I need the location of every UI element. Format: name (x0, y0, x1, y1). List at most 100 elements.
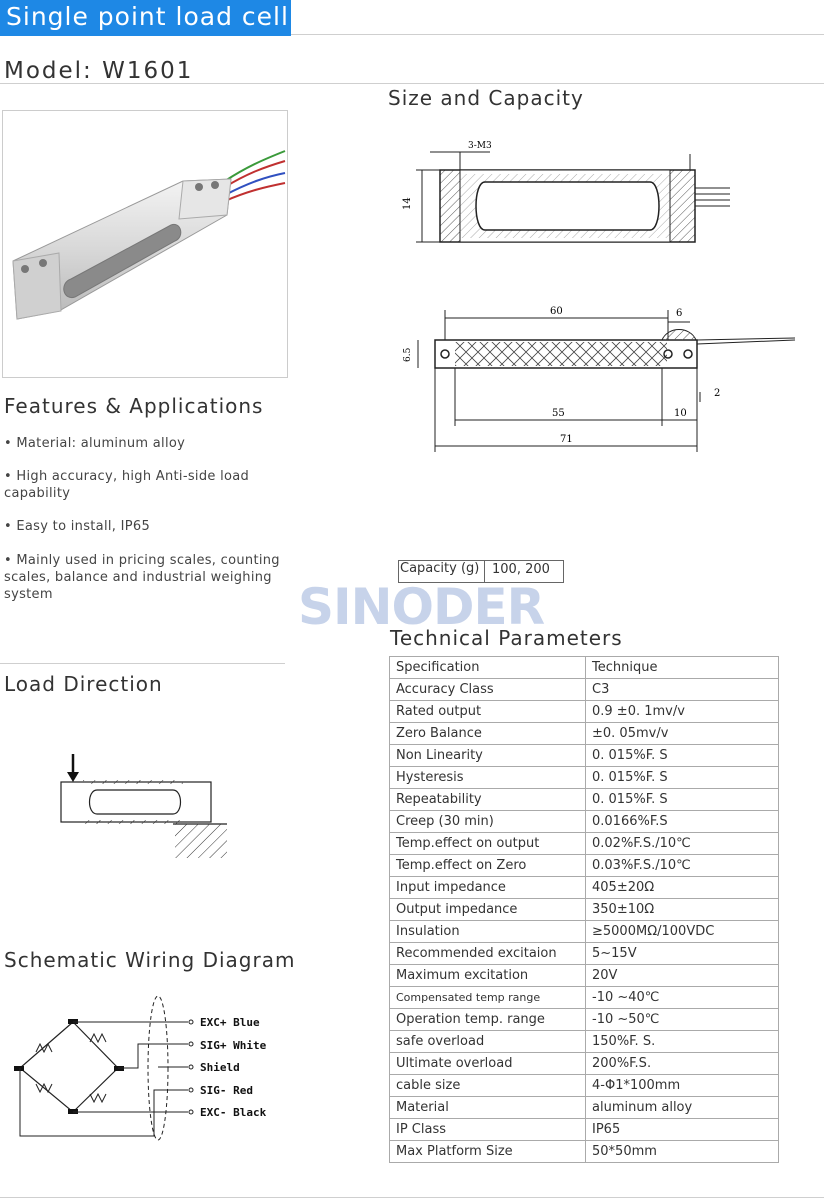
dim-14: 14 (402, 197, 413, 210)
table-cell-spec: Accuracy Class (389, 678, 586, 701)
table-cell-spec: Specification (389, 656, 586, 679)
table-cell-spec: Creep (30 min) (389, 810, 586, 833)
table-row: Zero Balance±0. 05mv/v (389, 722, 779, 745)
table-cell-value: IP65 (585, 1118, 779, 1141)
table-row: Compensated temp range-10 ~40℃ (389, 986, 779, 1009)
table-cell-spec: Material (389, 1096, 586, 1119)
table-cell-value: 0.03%F.S./10℃ (585, 854, 779, 877)
dim-6-5: 6.5 (403, 347, 413, 362)
table-cell-value: 50*50mm (585, 1140, 779, 1163)
table-cell-spec: IP Class (389, 1118, 586, 1141)
table-cell-value: 5~15V (585, 942, 779, 965)
table-row: Creep (30 min)0.0166%F.S (389, 810, 779, 833)
wiring-diagram (14, 995, 194, 1141)
title-divider (291, 34, 824, 35)
table-cell-spec: Zero Balance (389, 722, 586, 745)
wire-sig-plus: SIG+ White (200, 1039, 267, 1052)
left-divider (0, 663, 285, 664)
table-cell-value: 0.0166%F.S (585, 810, 779, 833)
feature-install: • Easy to install, IP65 (4, 519, 151, 534)
feature-accuracy: • High accuracy, high Anti-side load cap… (4, 469, 250, 501)
table-cell-value: 0. 015%F. S (585, 744, 779, 767)
table-cell-value: 350±10Ω (585, 898, 779, 921)
table-cell-spec: Rated output (389, 700, 586, 723)
table-cell-spec: Insulation (389, 920, 586, 943)
table-cell-value: 20V (585, 964, 779, 987)
table-cell-value: 0. 015%F. S (585, 788, 779, 811)
capacity-box (398, 560, 564, 583)
table-cell-spec: Recommended excitaion (389, 942, 586, 965)
table-cell-value: 0. 015%F. S (585, 766, 779, 789)
table-cell-value: C3 (585, 678, 779, 701)
table-cell-spec: Ultimate overload (389, 1052, 586, 1075)
table-row: Insulation≥5000MΩ/100VDC (389, 920, 779, 943)
wire-sig-minus: SIG- Red (200, 1084, 253, 1097)
table-cell-spec: Hysteresis (389, 766, 586, 789)
feature-material: • Material: aluminum alloy (4, 436, 186, 451)
wire-shield: Shield (200, 1061, 240, 1074)
wiring-heading: Schematic Wiring Diagram (4, 948, 296, 972)
table-cell-value: ±0. 05mv/v (585, 722, 779, 745)
table-cell-value: 405±20Ω (585, 876, 779, 899)
dimension-drawing: 14 3-M3 60 6 6.5 2 55 10 71 (402, 141, 796, 452)
feature-applications: • Mainly used in pricing scales, countin… (4, 553, 280, 602)
table-cell-spec: safe overload (389, 1030, 586, 1053)
table-cell-value: 0.02%F.S./10℃ (585, 832, 779, 855)
dim-2: 2 (714, 388, 720, 399)
load-cell-image (12, 150, 286, 320)
table-cell-spec: Output impedance (389, 898, 586, 921)
table-cell-spec: Maximum excitation (389, 964, 586, 987)
table-cell-spec: Operation temp. range (389, 1008, 586, 1031)
features-heading: Features & Applications (4, 394, 264, 418)
table-cell-value: 200%F.S. (585, 1052, 779, 1075)
model-divider (0, 83, 824, 84)
load-direction-heading: Load Direction (4, 672, 163, 696)
capacity-divider (484, 560, 485, 583)
table-cell-spec: Temp.effect on output (389, 832, 586, 855)
table-cell-value: Technique (585, 656, 779, 679)
table-cell-value: 150%F. S. (585, 1030, 779, 1053)
size-capacity-heading: Size and Capacity (388, 86, 584, 110)
table-row: Operation temp. range-10 ~50℃ (389, 1008, 779, 1031)
load-direction-diagram (60, 754, 227, 858)
dim-60: 60 (550, 306, 563, 317)
table-cell-value: aluminum alloy (585, 1096, 779, 1119)
table-cell-value: 4-Φ1*100mm (585, 1074, 779, 1097)
table-cell-spec: Input impedance (389, 876, 586, 899)
model-heading: Model: W1601 (4, 58, 194, 84)
title-bar (0, 0, 291, 36)
product-photo (2, 110, 288, 378)
dim-55: 55 (552, 408, 565, 419)
capacity-label: Capacity (g) (400, 561, 480, 576)
bottom-divider (0, 1197, 824, 1198)
capacity-value: 100, 200 (492, 562, 550, 577)
dim-10: 10 (674, 408, 687, 419)
dim-71: 71 (560, 434, 573, 445)
load-arrow-icon (67, 772, 79, 782)
table-cell-spec: Repeatability (389, 788, 586, 811)
wire-exc-plus: EXC+ Blue (200, 1016, 260, 1029)
dim-6: 6 (676, 308, 682, 319)
dim-thread: 3-M3 (468, 141, 492, 151)
table-cell-spec: Temp.effect on Zero (389, 854, 586, 877)
table-cell-spec: Non Linearity (389, 744, 586, 767)
table-cell-value: 0.9 ±0. 1mv/v (585, 700, 779, 723)
brand-watermark: SINODER (298, 578, 545, 636)
